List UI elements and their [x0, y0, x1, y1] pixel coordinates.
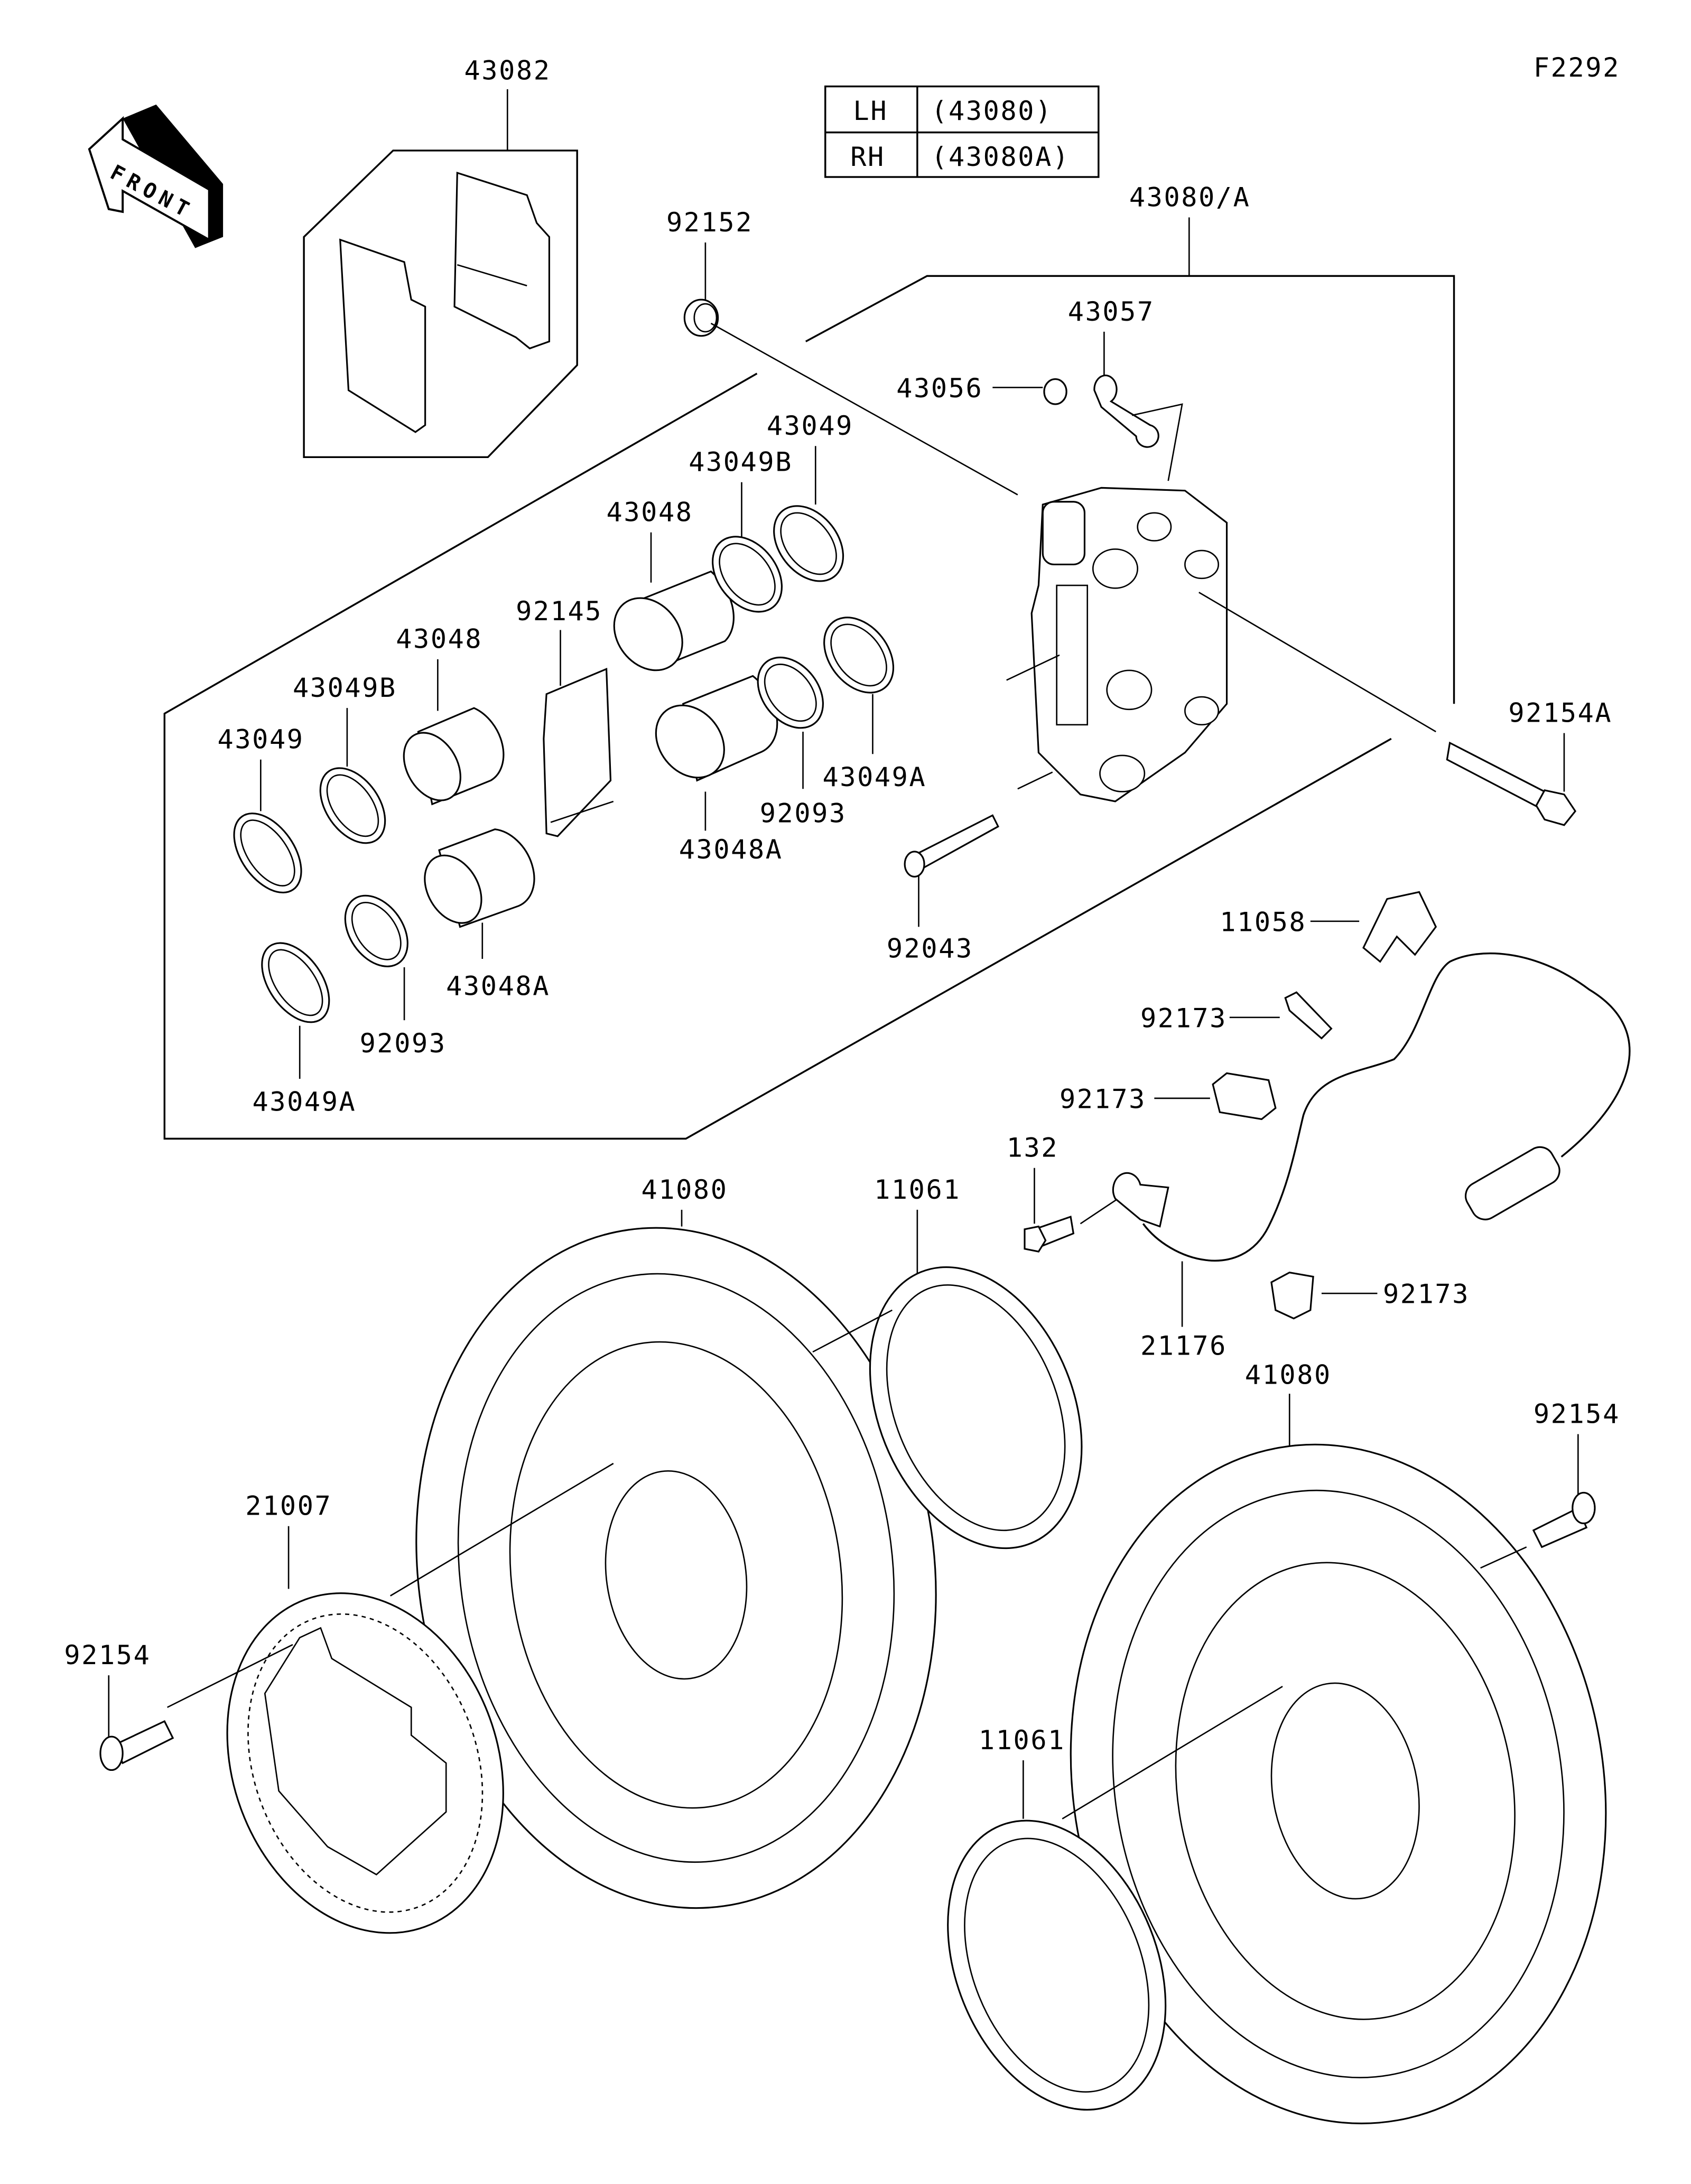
callout-bleeder-plate: 43057: [1068, 296, 1155, 327]
oring-left-part[interactable]: 92093: [332, 884, 447, 1059]
disc-left-part[interactable]: 41080: [373, 1174, 979, 1942]
disc-right-part[interactable]: 41080: [1018, 1359, 1659, 2167]
seal-a-top-part[interactable]: 43049: [760, 410, 858, 594]
pin-part[interactable]: 92043: [887, 814, 999, 964]
callout-shim-top: 11061: [874, 1174, 961, 1205]
variant-part-lh: (43080): [931, 95, 1053, 126]
clamp-2-part[interactable]: 92173: [1060, 1072, 1277, 1121]
callout-shim-bottom: 11061: [979, 1724, 1065, 1756]
callout-bleeder-cap: 92152: [666, 207, 753, 238]
callout-clamp-1: 92173: [1140, 1002, 1227, 1033]
variant-table: LH (43080) RH (43080A): [824, 85, 1100, 178]
callout-disc-left: 41080: [642, 1174, 728, 1205]
bracket-part[interactable]: 11058: [1220, 891, 1437, 963]
clamp-3-part[interactable]: 92173: [1270, 1271, 1470, 1320]
callout-piston-lower-right: 43048A: [679, 834, 783, 865]
callout-disc-bolt-left: 92154: [64, 1639, 151, 1670]
callout-disc-bolt-right: 92154: [1534, 1398, 1620, 1430]
caliper-bolt-part[interactable]: 92154A: [1446, 697, 1612, 826]
callout-abs-sensor: 21176: [1140, 1330, 1227, 1361]
seal-b-top-part[interactable]: 43049B: [689, 446, 796, 626]
bleeder-cap-part[interactable]: 92152: [666, 207, 1018, 496]
abs-sensor-part[interactable]: 21176: [1112, 952, 1631, 1361]
callout-piston-upper-left: 43048: [396, 623, 482, 655]
piston-upper-left-part[interactable]: 43048: [392, 623, 505, 810]
callout-seal-a-right: 43049A: [822, 761, 926, 792]
callout-caliper-bolt: 92154A: [1508, 697, 1612, 729]
callout-seal-left: 43049: [218, 724, 304, 755]
callout-clamp-2: 92173: [1060, 1083, 1146, 1114]
figure-id: F2292: [1534, 52, 1620, 83]
caliper-body-part[interactable]: [1006, 487, 1436, 802]
seal-a-left-part[interactable]: 43049A: [248, 931, 357, 1117]
callout-seal-a-left: 43049A: [252, 1086, 356, 1117]
piston-upper-right-part[interactable]: 43048: [600, 497, 735, 684]
caliper-assy-bracket: 43080/A: [163, 181, 1455, 1140]
callout-bracket: 11058: [1220, 906, 1306, 937]
callout-seal-b-left: 43049B: [293, 672, 397, 703]
callout-piston-upper-right: 43048: [607, 497, 693, 528]
seal-b-left-part[interactable]: 43049B: [293, 672, 398, 855]
callout-bleeder-valve: 43056: [896, 372, 983, 404]
callout-pads: 43082: [464, 54, 551, 86]
abs-rotor-part[interactable]: 21007: [166, 1490, 550, 1972]
callout-abs-rotor: 21007: [245, 1490, 332, 1522]
sensor-bolt-part[interactable]: 132: [1007, 1132, 1123, 1253]
callout-sensor-bolt: 132: [1007, 1132, 1058, 1163]
callout-clamp-3: 92173: [1383, 1278, 1470, 1310]
seal-a-right-part[interactable]: 43049A: [810, 604, 927, 792]
callout-caliper-assy: 43080/A: [1129, 181, 1251, 212]
disc-bolt-left-part[interactable]: 92154: [64, 1639, 174, 1771]
bleeder-valve-part[interactable]: 43056: [896, 372, 1067, 405]
brake-pads-part[interactable]: 43082: [303, 54, 578, 459]
callout-piston-lower-left: 43048A: [446, 970, 550, 1002]
callout-disc-right: 41080: [1245, 1359, 1332, 1390]
spring-part[interactable]: 92145: [516, 595, 614, 837]
oring-right-part[interactable]: 92093: [745, 645, 847, 829]
disc-bolt-right-part[interactable]: 92154: [1480, 1398, 1620, 1569]
variant-side-lh: LH: [853, 95, 888, 126]
callout-oring-left: 92093: [360, 1028, 447, 1059]
variant-side-rh: RH: [850, 141, 885, 172]
callout-oring-right: 92093: [760, 798, 847, 829]
callout-pin: 92043: [887, 932, 973, 964]
shim-top-part[interactable]: 11061: [812, 1174, 1121, 1580]
callout-seal-a-top: 43049: [767, 410, 853, 441]
piston-lower-left-part[interactable]: 43048A: [413, 828, 550, 1002]
front-arrow-icon: FRONT: [88, 104, 224, 248]
callout-spring: 92145: [516, 595, 602, 627]
seal-left-part[interactable]: 43049: [218, 724, 315, 905]
callout-seal-b-top: 43049B: [689, 446, 793, 478]
piston-lower-right-part[interactable]: 43048A: [642, 675, 783, 865]
variant-part-rh: (43080A): [931, 141, 1070, 172]
clamp-1-part[interactable]: 92173: [1140, 991, 1333, 1040]
shim-bottom-part[interactable]: 11061: [907, 1724, 1206, 2142]
bleeder-plate-part[interactable]: 43057: [1068, 296, 1183, 481]
